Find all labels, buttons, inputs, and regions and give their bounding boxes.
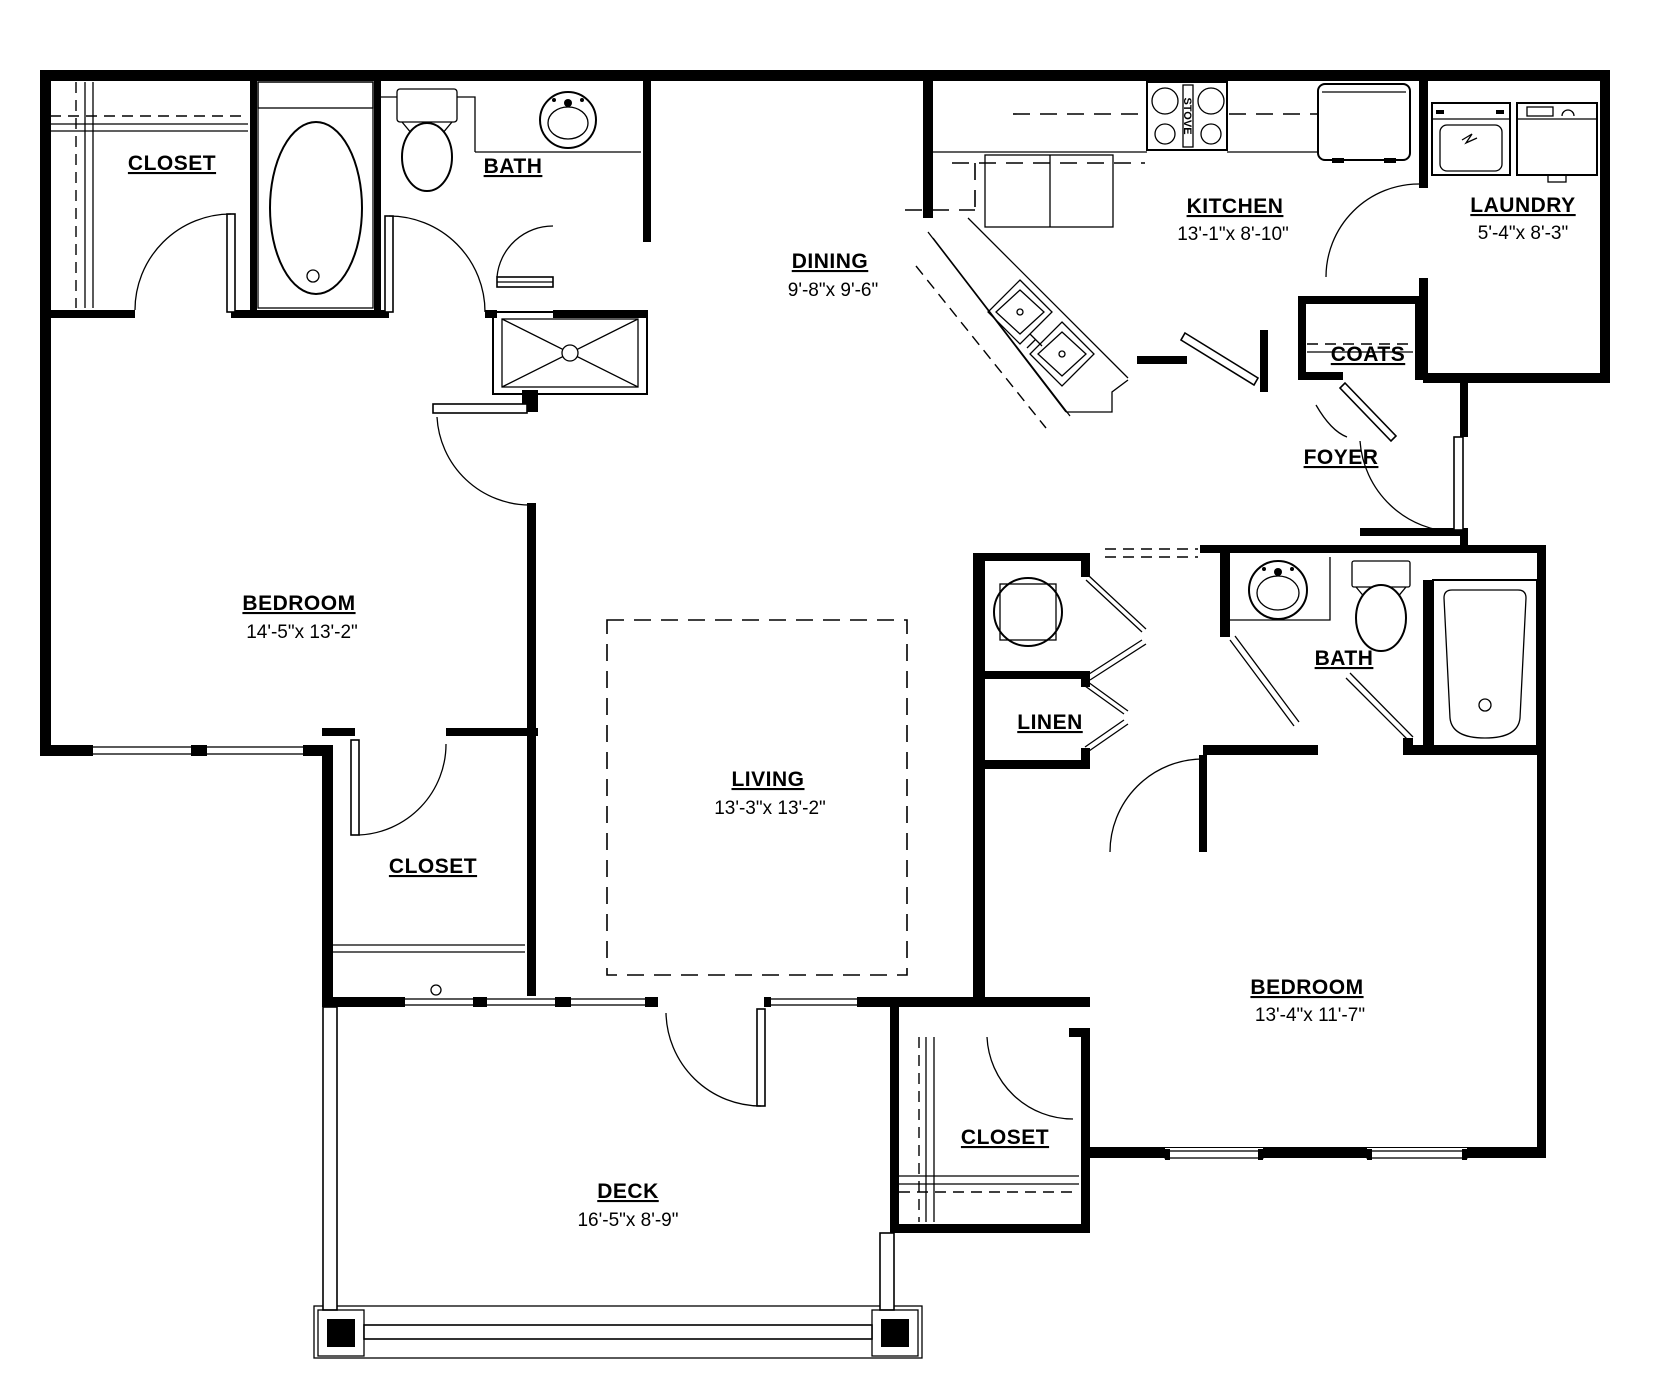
room-label-master-bedroom-closet: CLOSET bbox=[389, 855, 477, 878]
linen-bifold-door bbox=[1084, 681, 1129, 752]
room-label-master-bedroom: BEDROOM bbox=[242, 592, 355, 615]
kitchen-sink bbox=[987, 279, 1095, 387]
coats-shelf bbox=[1307, 343, 1413, 353]
dashed-lines bbox=[50, 82, 1413, 1222]
bedroom2-closet-door bbox=[986, 1036, 1074, 1120]
water-heater bbox=[993, 577, 1063, 647]
exterior-walls bbox=[40, 70, 1610, 1233]
window bbox=[765, 996, 863, 1008]
room-label-coats: COATS bbox=[1331, 343, 1405, 366]
laundry-door bbox=[1325, 183, 1420, 278]
bedroom2-door bbox=[1109, 758, 1204, 853]
entry-door bbox=[1359, 436, 1464, 533]
window bbox=[1164, 1148, 1264, 1161]
bedroom2-closet-shelves bbox=[899, 1037, 1079, 1222]
shower bbox=[492, 311, 648, 395]
master-bath-door bbox=[384, 215, 486, 313]
window bbox=[565, 996, 651, 1008]
room-label-linen: LINEN bbox=[1017, 711, 1083, 734]
coats-door bbox=[1315, 381, 1398, 443]
room-label-foyer: FOYER bbox=[1304, 446, 1379, 469]
kitchen-passage-door bbox=[1179, 331, 1260, 387]
master-closet-door bbox=[134, 213, 236, 313]
room-dims-laundry: 5'-4"x 8'-3" bbox=[1478, 223, 1568, 244]
room-dims-kitchen: 13'-1"x 8'-10" bbox=[1177, 224, 1289, 245]
bedroom1-closet-shelf bbox=[332, 944, 525, 996]
window bbox=[481, 996, 561, 1008]
windows bbox=[87, 744, 1468, 1161]
room-label-kitchen: KITCHEN bbox=[1187, 195, 1284, 218]
room-label-laundry: LAUNDRY bbox=[1470, 194, 1575, 217]
bath2-sink bbox=[1230, 557, 1331, 621]
room-dims-dining: 9'-8"x 9'-6" bbox=[788, 280, 878, 301]
bath2-bifold-doors bbox=[1229, 635, 1414, 742]
room-label-bedroom2: BEDROOM bbox=[1250, 976, 1363, 999]
master-sink bbox=[475, 91, 641, 153]
laundry-dryer bbox=[1516, 102, 1598, 183]
room-label-bedroom2-closet: CLOSET bbox=[961, 1126, 1049, 1149]
shower-door bbox=[496, 225, 554, 288]
room-dims-living: 13'-3"x 13'-2" bbox=[714, 798, 826, 819]
room-dims-deck: 16'-5"x 8'-9" bbox=[577, 1210, 678, 1231]
room-label-master-bath: BATH bbox=[484, 155, 543, 178]
bath2-toilet bbox=[1351, 560, 1411, 652]
room-label-deck: DECK bbox=[597, 1180, 659, 1203]
water-heater-bifold-door bbox=[1085, 575, 1147, 681]
kitchen-upper-cabinets bbox=[905, 113, 1405, 429]
room-dims-master-bedroom: 14'-5"x 13'-2" bbox=[246, 622, 358, 643]
room-labels: CLOSET BATH DINING 9'-8"x 9'-6" KITCHEN … bbox=[128, 152, 1575, 1231]
window bbox=[201, 744, 309, 757]
bedroom1-door bbox=[432, 403, 531, 506]
hall-soffit bbox=[1105, 548, 1198, 558]
room-label-dining: DINING bbox=[792, 250, 869, 273]
deck-door bbox=[665, 1008, 766, 1107]
room-dims-bedroom2: 13'-4"x 11'-7" bbox=[1255, 1005, 1365, 1026]
master-closet-shelves bbox=[50, 82, 248, 308]
window bbox=[87, 744, 197, 757]
kitchen-counters bbox=[927, 151, 1318, 417]
kitchen-stove: STOVE bbox=[1146, 81, 1228, 151]
window bbox=[1366, 1148, 1468, 1161]
master-bathtub bbox=[257, 81, 374, 309]
room-label-bath2: BATH bbox=[1315, 647, 1374, 670]
stove-label: STOVE bbox=[1181, 97, 1193, 134]
window bbox=[399, 996, 479, 1008]
kitchen-refrigerator bbox=[1317, 83, 1411, 163]
bath2-tub bbox=[1432, 579, 1538, 748]
room-label-master-closet: CLOSET bbox=[128, 152, 216, 175]
laundry-washer bbox=[1431, 102, 1511, 176]
door-openings bbox=[135, 308, 764, 1009]
bedroom1-closet-door bbox=[350, 739, 447, 836]
deck-structure bbox=[313, 1006, 923, 1359]
master-toilet bbox=[381, 88, 476, 192]
living-ceiling-outline bbox=[606, 619, 908, 976]
interior-walls bbox=[40, 70, 1546, 1005]
doors bbox=[134, 183, 1464, 1120]
room-label-living: LIVING bbox=[731, 768, 804, 791]
